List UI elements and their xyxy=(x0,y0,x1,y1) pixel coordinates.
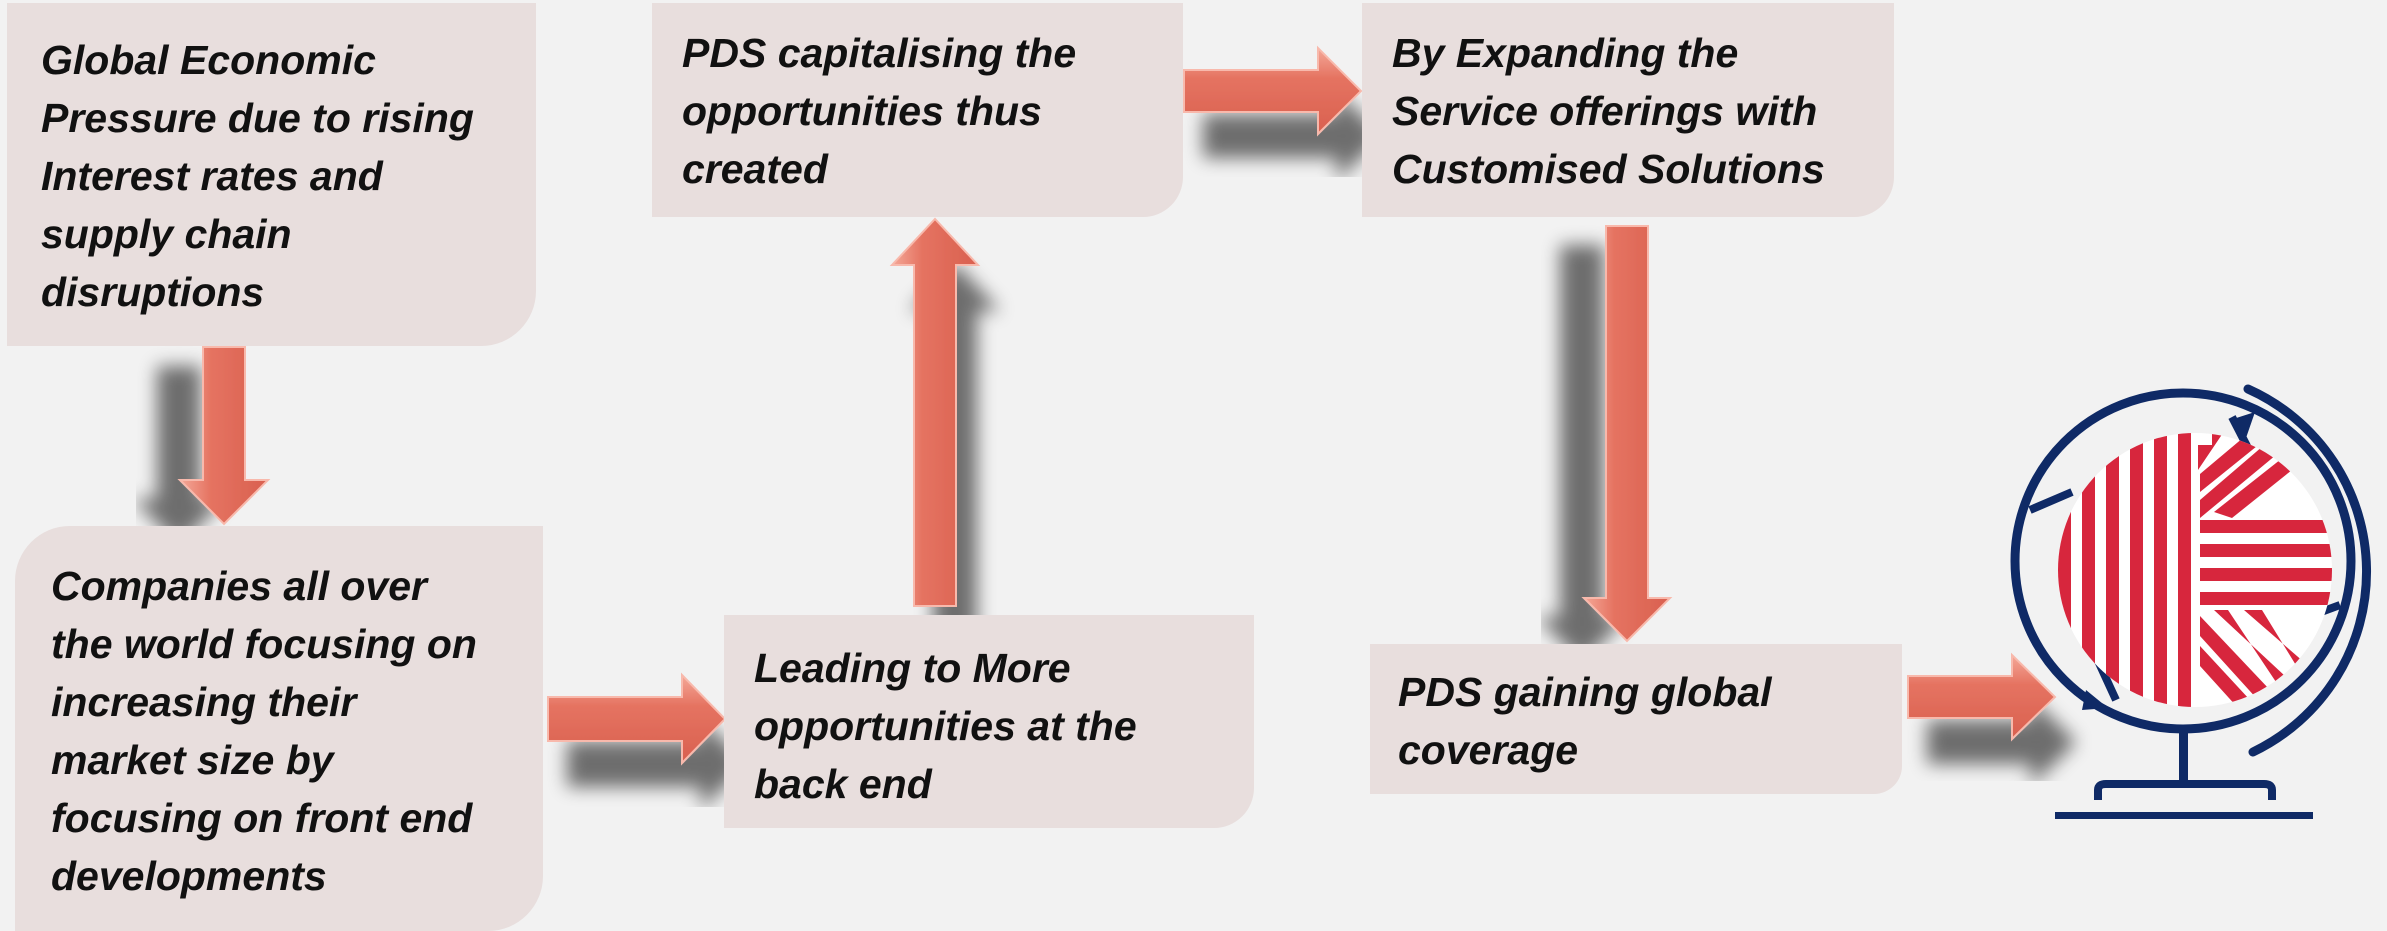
box-global-pressure: Global Economic Pressure due to rising I… xyxy=(7,3,536,346)
box-global-coverage: PDS gaining global coverage xyxy=(1370,644,1902,794)
arrow-down-1 xyxy=(177,346,271,526)
box-more-opportunities-text: Leading to More opportunities at the bac… xyxy=(754,645,1137,807)
arrow-down-2 xyxy=(1581,225,1673,643)
arrow-right-3 xyxy=(1907,652,2057,742)
arrow-right-1 xyxy=(547,672,727,766)
box-pds-capitalising: PDS capitalising the opportunities thus … xyxy=(652,3,1183,217)
box-expanding-services-text: By Expanding the Service offerings with … xyxy=(1392,30,1825,192)
box-global-coverage-text: PDS gaining global coverage xyxy=(1398,669,1772,773)
box-more-opportunities: Leading to More opportunities at the bac… xyxy=(724,615,1254,828)
box-companies-focus-text: Companies all over the world focusing on… xyxy=(51,563,477,899)
arrow-up-1 xyxy=(889,217,981,607)
box-expanding-services: By Expanding the Service offerings with … xyxy=(1362,3,1894,217)
box-global-pressure-text: Global Economic Pressure due to rising I… xyxy=(41,37,474,315)
box-pds-capitalising-text: PDS capitalising the opportunities thus … xyxy=(682,30,1077,192)
box-companies-focus: Companies all over the world focusing on… xyxy=(15,526,543,931)
arrow-right-2 xyxy=(1183,45,1363,137)
